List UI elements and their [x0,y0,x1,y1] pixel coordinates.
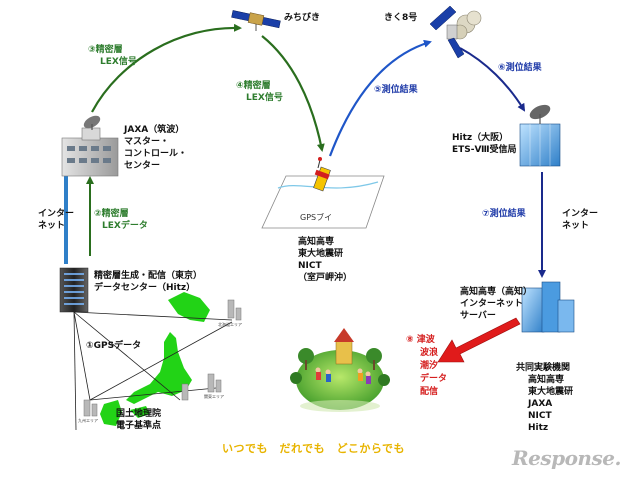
data-center-icon [59,267,89,313]
buoy-partner-2: 東大地震研 [298,249,344,259]
jaxa-building-icon [61,115,119,177]
jaxa-line1: JAXA（筑波） [124,125,185,135]
step1-label: ①GPSデータ [86,341,142,351]
step7-label: ⑦測位結果 [482,209,526,219]
hitz-station-icon [519,104,561,167]
internet-label-right: インター ネット [562,208,598,232]
step4-label: ④精密層 LEX信号 [236,80,283,104]
step8-line5: 配信 [420,387,439,397]
gsi-line1: 国土地理院 [116,409,162,419]
michibiki-label: みちびき [284,13,321,23]
hitz-line2: ETS-Ⅷ受信局 [452,145,517,155]
step8-line4: データ [420,374,448,384]
data-center-line2: データセンター（Hitz） [94,283,196,293]
buoy-partner-4: （室戸岬沖） [298,273,353,283]
joint-institution-2: 東大地震研 [528,387,574,397]
arrow-result-buoy-to-kiku8 [328,39,432,157]
joint-institutions-label: 共同実験機関 高知高専 東大地震研 JAXA NICT Hitz [516,362,573,434]
step3-label: ③精密層 LEX信号 [88,44,137,68]
gsi-label: 国土地理院 電子基準点 [116,408,161,432]
internet-left-line1: インター [38,209,75,219]
hitz-station-label: Hitz（大阪） ETS-Ⅷ受信局 [452,132,517,156]
map-label-kanto: 関東エリア [204,394,224,399]
data-center-label: 精密層生成・配信（東京） データセンター（Hitz） [94,270,202,294]
kochi-server-icon [521,281,575,333]
japan-map [73,292,242,431]
arrow-result-kiku8-to-hitz [459,47,526,112]
kiku8-label: きく8号 [384,13,418,23]
kochi-line2: インターネット [460,299,524,309]
buoy-partner-1: 高知高専 [298,237,335,247]
response-watermark: Response. [512,446,621,470]
arrow-lex-signal-down [261,35,325,152]
kochi-line3: サーバー [460,311,496,321]
data-center-line1: 精密層生成・配信（東京） [94,271,203,281]
internet-label-left: インター ネット [38,208,74,232]
internet-right-line2: ネット [562,221,590,231]
step8-line3: 潮汐 [420,361,439,371]
step4-subtitle: LEX信号 [246,93,283,103]
kochi-server-label: 高知高専（高知） インターネット サーバー [460,286,532,322]
michibiki-satellite-icon [231,10,281,31]
gps-buoy-panel [261,157,385,229]
buoy-partner-3: NICT [298,261,322,271]
slogan: いつでも だれでも どこからでも [222,442,406,455]
jaxa-line2: マスター・ [124,137,170,147]
joint-institution-4: NICT [528,411,552,421]
jaxa-line4: センター [124,161,161,171]
kiku8-satellite-icon [429,5,482,59]
arrow-lex-signal-up [91,23,242,113]
gsi-line2: 電子基準点 [116,421,162,431]
jaxa-center-label: JAXA（筑波） マスター・ コントロール・ センター [124,124,187,172]
step4-title: ④精密層 [236,81,271,91]
step5-label: ⑤測位結果 [374,85,418,95]
internet-right-line1: インター [562,209,599,219]
jaxa-line3: コントロール・ [124,149,188,159]
step8-title: ⑧ 津波 [406,335,435,345]
step2-title: ②精密層 [94,209,129,219]
gps-buoy-label: GPSブイ [300,213,333,222]
kochi-line1: 高知高専（高知） [460,287,533,297]
buoy-partners-label: 高知高専 東大地震研 NICT （室戸岬沖） [298,236,352,284]
joint-institutions-title: 共同実験機関 [516,363,571,373]
distribution-arrow [437,317,521,363]
joint-institution-1: 高知高専 [528,375,565,385]
step8-line2: 波浪 [420,348,439,358]
joint-institution-3: JAXA [528,399,553,409]
step2-subtitle: LEXデータ [102,221,148,231]
internet-left-line2: ネット [38,221,66,231]
step3-title: ③精密層 [88,45,123,55]
map-label-kyushu: 九州エリア [78,418,98,423]
joint-institution-5: Hitz [528,423,549,433]
hitz-line1: Hitz（大阪） [452,133,509,143]
step3-subtitle: LEX信号 [100,57,137,67]
step8-label: ⑧ 津波 波浪 潮汐 データ 配信 [406,334,447,399]
community-globe-icon [290,328,390,412]
map-label-hokkaido: 北海道エリア [218,322,242,327]
step2-label: ②精密層 LEXデータ [94,208,148,232]
step6-label: ⑥測位結果 [498,63,542,73]
